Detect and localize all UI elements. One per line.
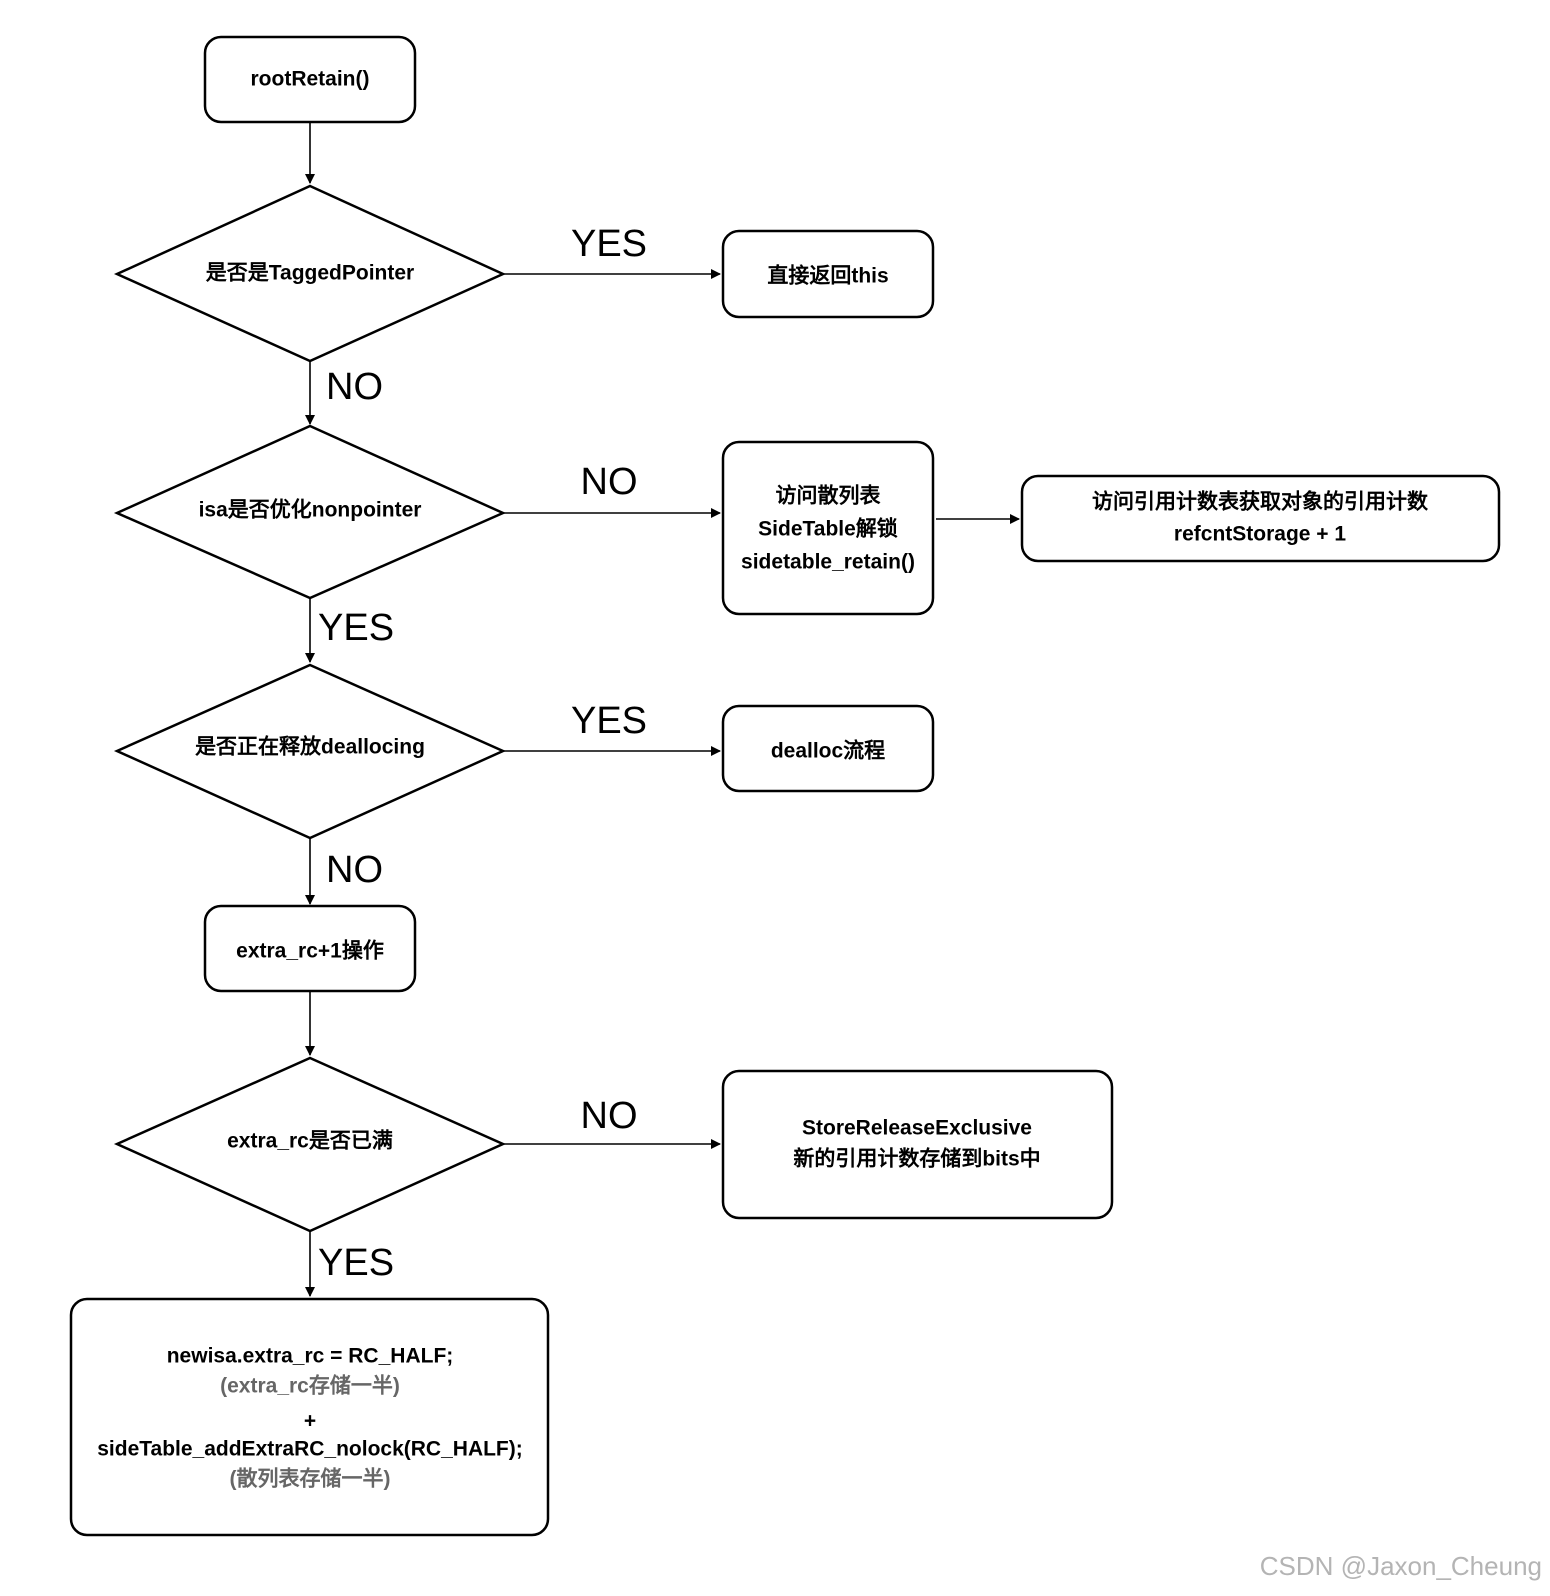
node-half-split-line-3: + — [304, 1410, 316, 1433]
node-refcnt: 访问引用计数表获取对象的引用计数 refcntStorage + 1 — [1020, 474, 1501, 563]
node-root-retain-label: rootRetain() — [251, 68, 370, 91]
node-return-this: 直接返回this — [721, 229, 935, 319]
edge-label-nonpointer-no: NO — [581, 461, 638, 503]
node-side-table-line-1: 访问散列表 — [776, 484, 882, 508]
node-root-retain: rootRetain() — [203, 35, 417, 124]
decision-isa-nonpointer: isa是否优化nonpointer — [113, 424, 507, 600]
node-half-split-line-1: newisa.extra_rc = RC_HALF; — [167, 1345, 454, 1368]
decision-is-tagged-pointer-label: 是否是TaggedPointer — [206, 262, 414, 285]
node-side-table-line-3: sidetable_retain() — [741, 551, 915, 574]
decision-is-tagged-pointer: 是否是TaggedPointer — [113, 184, 507, 363]
node-extra-rc-inc: extra_rc+1操作 — [203, 904, 417, 993]
decision-isa-nonpointer-label: isa是否优化nonpointer — [199, 498, 422, 522]
node-side-table-line-2: SideTable解锁 — [758, 517, 898, 541]
node-store-release-line-2: 新的引用计数存储到bits中 — [793, 1147, 1040, 1171]
node-refcnt-line-1: 访问引用计数表获取对象的引用计数 — [1092, 490, 1429, 514]
node-refcnt-line-2: refcntStorage + 1 — [1174, 523, 1346, 546]
edge-label-full-yes: YES — [318, 1242, 394, 1284]
node-half-split: newisa.extra_rc = RC_HALF; (extra_rc存储一半… — [69, 1297, 550, 1537]
edge-label-tagged-no: NO — [326, 366, 383, 408]
node-dealloc-flow: dealloc流程 — [721, 704, 935, 793]
edge-label-full-no: NO — [581, 1095, 638, 1137]
decision-extra-rc-full: extra_rc是否已满 — [113, 1056, 507, 1233]
node-side-table: 访问散列表 SideTable解锁 sidetable_retain() — [721, 440, 935, 616]
node-dealloc-flow-label: dealloc流程 — [771, 739, 885, 763]
edge-label-tagged-yes: YES — [571, 223, 647, 265]
watermark: CSDN @Jaxon_Cheung — [1260, 1551, 1542, 1581]
edge-label-nonpointer-yes: YES — [318, 607, 394, 649]
node-half-split-line-5: (散列表存储一半) — [230, 1467, 391, 1491]
node-store-release-line-1: StoreReleaseExclusive — [802, 1117, 1032, 1140]
decision-is-deallocating-label: 是否正在释放deallocing — [195, 735, 425, 759]
node-return-this-label: 直接返回this — [767, 265, 888, 288]
decision-is-deallocating: 是否正在释放deallocing — [113, 663, 507, 840]
node-half-split-line-4: sideTable_addExtraRC_nolock(RC_HALF); — [97, 1438, 523, 1461]
edge-label-dealloc-yes: YES — [571, 700, 647, 742]
edge-label-dealloc-no: NO — [326, 849, 383, 891]
node-half-split-line-2: (extra_rc存储一半) — [220, 1374, 400, 1398]
node-extra-rc-inc-label: extra_rc+1操作 — [236, 939, 384, 963]
node-store-release: StoreReleaseExclusive 新的引用计数存储到bits中 — [721, 1069, 1114, 1220]
decision-extra-rc-full-label: extra_rc是否已满 — [227, 1129, 393, 1153]
